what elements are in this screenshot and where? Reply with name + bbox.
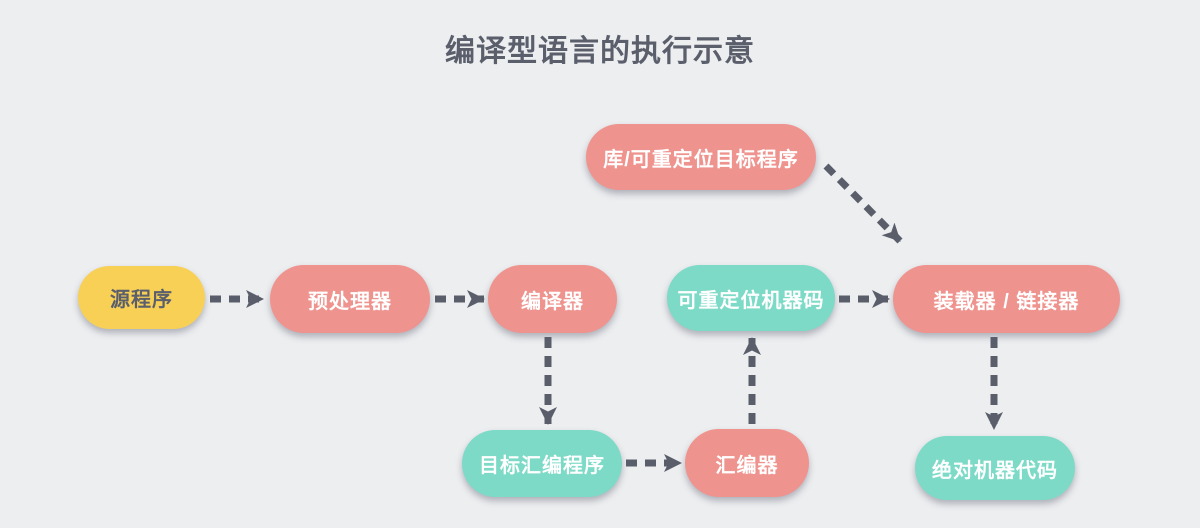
node-assembler: 汇编器 (685, 429, 809, 497)
arrow-library-to-loader (823, 163, 903, 244)
node-compiler: 编译器 (488, 265, 617, 333)
node-library-relocatable-object: 库/可重定位目标程序 (586, 124, 816, 190)
node-source-program: 源程序 (78, 266, 205, 329)
node-relocatable-machine-code: 可重定位机器码 (667, 265, 835, 331)
node-absolute-machine-code: 绝对机器代码 (915, 436, 1075, 500)
node-target-assembly-program: 目标汇编程序 (462, 430, 622, 497)
node-preprocessor: 预处理器 (270, 265, 430, 333)
diagram-title: 编译型语言的执行示意 (445, 35, 755, 68)
node-loader-linker: 装载器 / 链接器 (893, 265, 1120, 333)
